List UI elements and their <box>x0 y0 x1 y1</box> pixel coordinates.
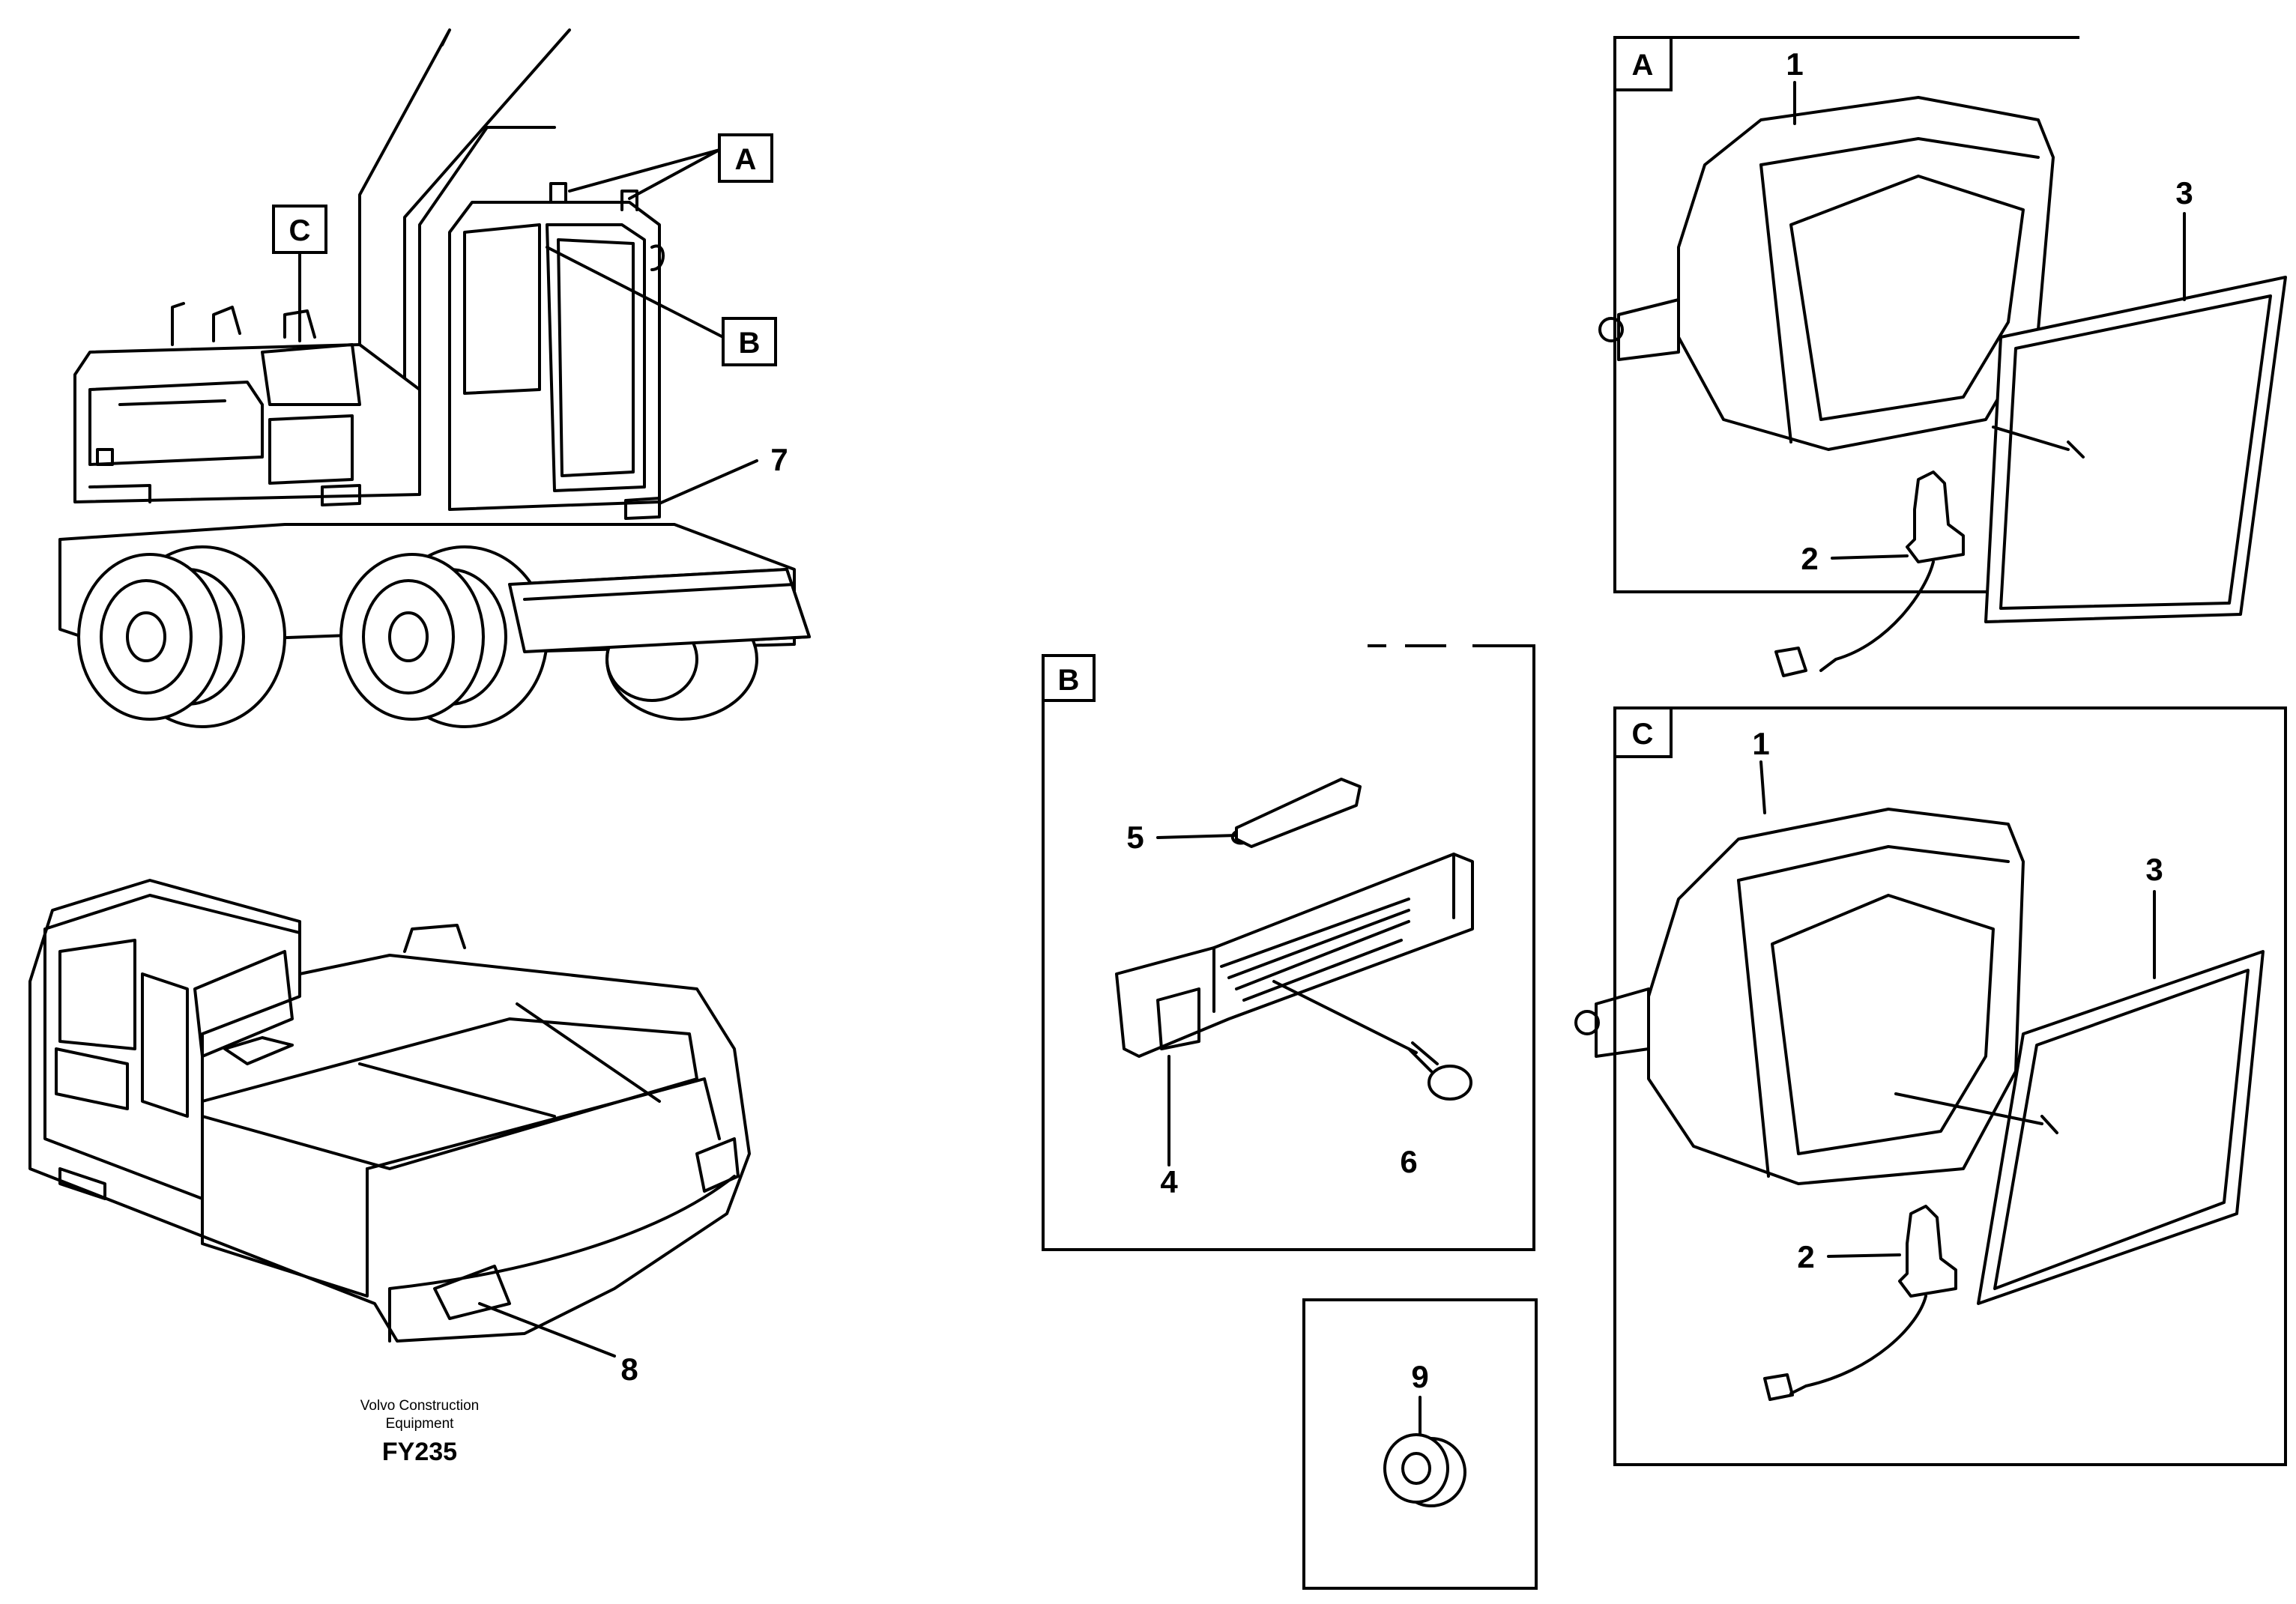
footer-equipment: Equipment <box>385 1416 454 1432</box>
detail-c-bulb <box>1763 1205 1957 1401</box>
overview-label-a: A <box>735 143 757 176</box>
detail-c-callout-2: 2 <box>1797 1239 1814 1274</box>
detail-a-panel: A 1 2 3 <box>1598 36 2287 677</box>
detail-a-callout-2: 2 <box>1801 541 1818 576</box>
detail-c-callout-3: 3 <box>2145 852 2163 887</box>
wheel-front-inner <box>339 553 485 721</box>
detail-9-grommet <box>1383 1433 1466 1507</box>
detail-a-label: A <box>1632 49 1654 82</box>
overview-callout-b: B <box>546 246 777 366</box>
wheel-rear-inner <box>77 553 223 721</box>
detail-b-label: B <box>1058 664 1080 697</box>
wheeled-excavator-illustration <box>58 28 811 728</box>
detail-c-callout-1: 1 <box>1752 726 1769 761</box>
detail-9-callout: 9 <box>1411 1359 1428 1394</box>
overview-label-c: C <box>289 214 311 247</box>
detail-a-callout-1: 1 <box>1786 46 1803 82</box>
overview-callout-c: C <box>272 205 327 342</box>
excavator-upper-structure-illustration <box>28 879 751 1343</box>
detail-b-callout-4: 4 <box>1160 1164 1178 1199</box>
detail-b-screw <box>1407 1041 1472 1101</box>
detail-a-callouts: 1 2 3 <box>1786 46 2193 576</box>
overview-callout-8: 8 <box>478 1302 638 1387</box>
callout-7: 7 <box>770 442 788 477</box>
detail-b-marker-lamp <box>1115 853 1474 1058</box>
detail-c-callouts: 1 2 3 <box>1752 726 2163 1274</box>
detail-a-lens-frame <box>1984 276 2287 623</box>
detail-9-panel: 9 <box>1302 1298 1538 1590</box>
detail-b-festoon-bulb <box>1230 778 1362 848</box>
detail-c-panel: C 1 2 3 <box>1574 706 2287 1466</box>
footer-company: Volvo Construction <box>360 1398 480 1414</box>
detail-b-callout-5: 5 <box>1126 820 1144 855</box>
detail-a-headlamp <box>1598 96 2055 451</box>
detail-b-callout-6: 6 <box>1400 1144 1417 1179</box>
detail-c-label: C <box>1632 718 1654 751</box>
overview-label-b: B <box>739 327 761 360</box>
detail-c-lens-frame <box>1977 950 2265 1305</box>
overview-callout-a: A <box>568 133 773 200</box>
callout-8: 8 <box>620 1352 638 1387</box>
detail-b-panel: B 5 4 6 <box>1042 644 1535 1251</box>
detail-c-headlamp <box>1574 808 2025 1185</box>
detail-a-bulb <box>1774 470 1965 677</box>
overview-callout-7: 7 <box>658 442 788 505</box>
footer-diagram-code: FY235 <box>381 1438 458 1466</box>
detail-b-callouts: 5 4 6 <box>1126 820 1417 1199</box>
detail-a-callout-3: 3 <box>2175 175 2193 211</box>
